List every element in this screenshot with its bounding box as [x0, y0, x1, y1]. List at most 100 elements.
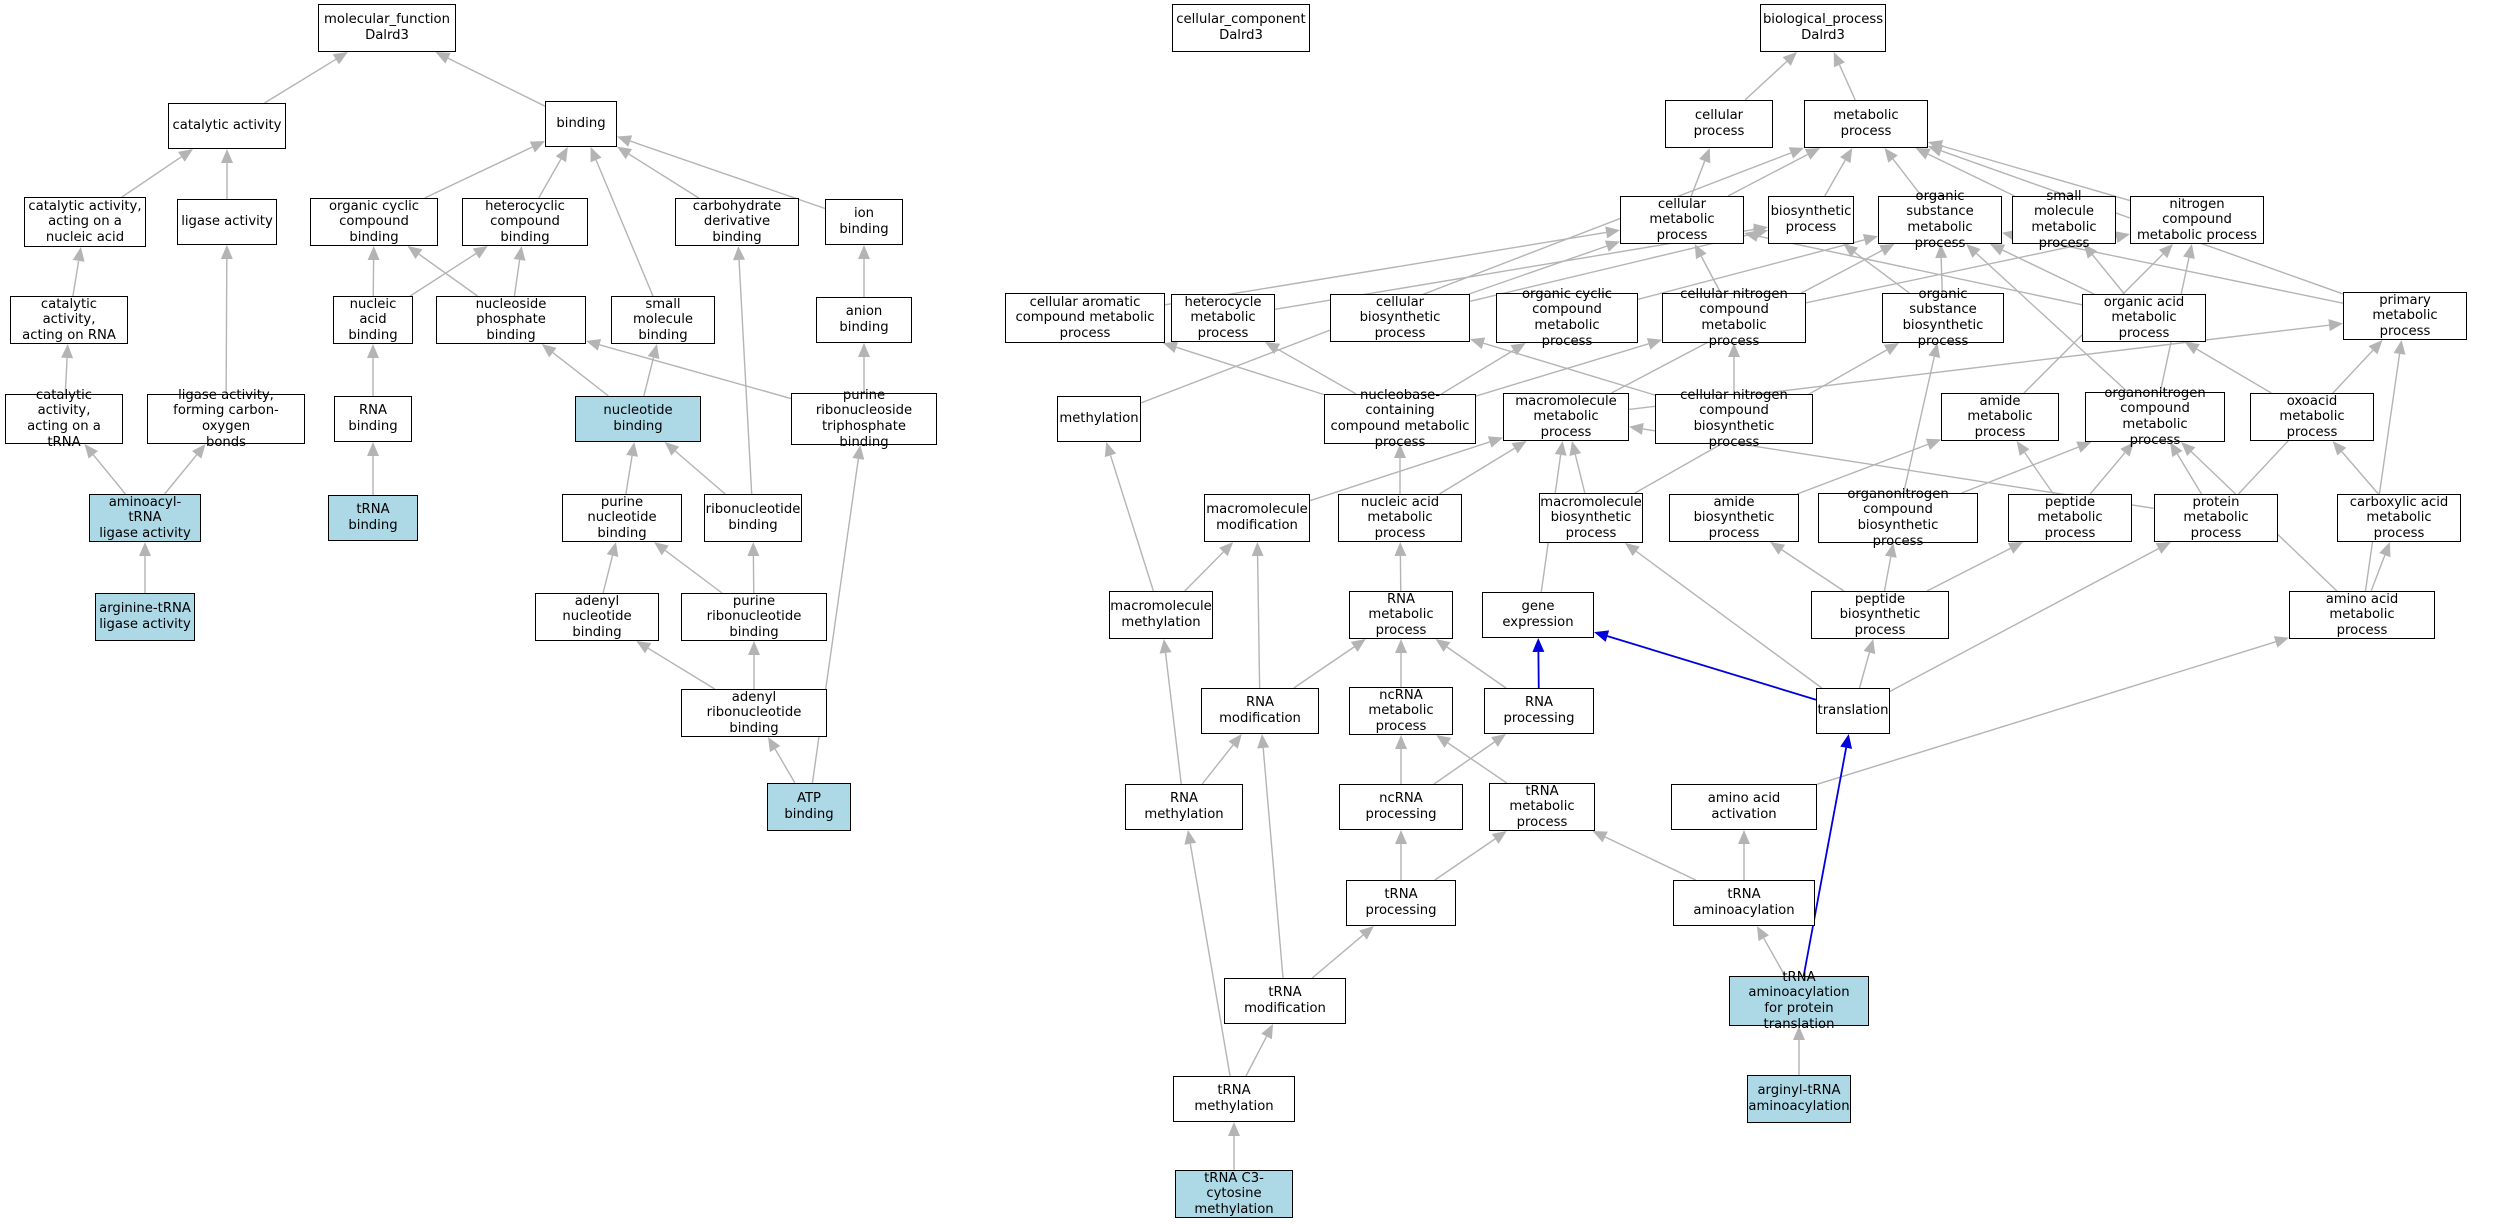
is-a-edge-arrowhead: [1487, 436, 1503, 448]
is-a-edge: [225, 258, 228, 395]
is-a-edge: [1744, 60, 1788, 101]
is-a-edge-arrowhead: [178, 149, 193, 162]
go-term-cell-met: cellular metabolic process: [1620, 196, 1744, 244]
is-a-edge-arrowhead: [1925, 438, 1941, 450]
go-term-pep-met: peptide metabolic process: [2008, 494, 2132, 542]
go-term-nsp-bind: nucleoside phosphate binding: [436, 296, 586, 344]
go-term-cell-biosyn: cellular biosynthetic process: [1330, 294, 1470, 342]
is-a-edge-arrowhead: [2273, 636, 2289, 648]
is-a-edge-arrowhead: [2076, 441, 2092, 453]
go-term-translation: translation: [1816, 688, 1890, 734]
is-a-edge-arrowhead: [1510, 343, 1526, 356]
is-a-edge: [1276, 348, 1357, 395]
highlight-edge-arrowhead: [1594, 630, 1610, 642]
go-term-atp-bind: ATP binding: [767, 783, 851, 831]
is-a-edge: [552, 352, 609, 397]
is-a-edge: [1184, 551, 1224, 592]
is-a-edge: [1293, 646, 1355, 689]
go-term-na-met: nucleic acid metabolic process: [1338, 494, 1462, 542]
go-term-trna-bind: tRNA binding: [328, 495, 418, 541]
is-a-edge-arrowhead: [1261, 1024, 1274, 1040]
is-a-edge-arrowhead: [1265, 342, 1281, 355]
is-a-edge: [513, 259, 521, 297]
is-a-edge-arrowhead: [617, 135, 633, 147]
is-a-edge-arrowhead: [1884, 543, 1897, 558]
is-a-edge-arrowhead: [626, 442, 638, 457]
is-a-edge: [774, 748, 796, 784]
is-a-edge-arrowhead: [590, 147, 602, 163]
is-a-edge-arrowhead: [192, 444, 206, 459]
is-a-edge: [1433, 741, 1495, 785]
is-a-edge-arrowhead: [1629, 423, 1644, 435]
is-a-edge-arrowhead: [1928, 145, 1944, 157]
is-a-edge: [1440, 349, 1515, 395]
is-a-edge: [1176, 346, 1325, 396]
is-a-edge: [447, 57, 546, 107]
is-a-edge-arrowhead: [1966, 244, 1981, 258]
is-a-edge: [2024, 452, 2054, 495]
go-term-aa-met: amino acid metabolic process: [2289, 591, 2435, 639]
is-a-edge-arrowhead: [407, 246, 423, 260]
is-a-edge: [1439, 447, 1515, 495]
is-a-edge: [1446, 646, 1507, 689]
is-a-edge-arrowhead: [555, 147, 568, 163]
go-term-org-sub-bio: organic substance biosynthetic process: [1882, 287, 2004, 349]
is-a-edge-arrowhead: [1511, 441, 1527, 454]
is-a-edge-arrowhead: [1788, 147, 1804, 159]
go-term-c3-methyl: tRNA C3-cytosine methylation: [1175, 1170, 1293, 1218]
go-term-nbc-met: nucleobase-containing compound metabolic…: [1324, 388, 1476, 450]
is-a-edge-arrowhead: [1395, 639, 1407, 653]
is-a-edge-arrowhead: [2120, 442, 2134, 457]
is-a-edge: [1727, 153, 1808, 197]
is-a-edge-arrowhead: [1350, 639, 1366, 652]
is-a-edge: [602, 555, 614, 594]
go-term-rna-bind: RNA binding: [334, 396, 412, 442]
is-a-edge-arrowhead: [1228, 1122, 1240, 1136]
is-a-edge: [121, 156, 182, 198]
is-a-edge: [2089, 452, 2126, 495]
go-term-rna-mod: RNA modification: [1201, 688, 1319, 734]
go-term-rna-proc: RNA processing: [1484, 688, 1594, 734]
go-term-trna-proc: tRNA processing: [1346, 880, 1456, 926]
go-term-cell-arom: cellular aromatic compound metabolic pro…: [1005, 293, 1165, 343]
is-a-edge-arrowhead: [2170, 442, 2183, 458]
is-a-edge-arrowhead: [586, 339, 602, 351]
go-term-trna-methyl: tRNA methylation: [1173, 1076, 1295, 1122]
is-a-edge-arrowhead: [1756, 926, 1769, 942]
is-a-edge-arrowhead: [367, 246, 380, 261]
is-a-edge-arrowhead: [1219, 542, 1234, 557]
go-term-prim-met: primary metabolic process: [2343, 292, 2467, 340]
go-term-macro-met: macromolecule metabolic process: [1503, 393, 1629, 441]
highlight-edge-arrowhead: [1840, 734, 1853, 749]
go-term-rna-methyl: RNA methylation: [1125, 784, 1243, 830]
is-a-edge: [2370, 554, 2386, 592]
is-a-edge: [2015, 234, 2344, 304]
is-a-edge: [1763, 937, 1786, 977]
is-a-edge: [1889, 547, 2159, 692]
is-a-edge-arrowhead: [2368, 340, 2383, 355]
is-a-edge-arrowhead: [139, 542, 151, 556]
go-term-orgN-bio: organonitrogen compound biosynthetic pro…: [1818, 487, 1978, 549]
is-a-edge: [1757, 235, 2083, 306]
is-a-edge: [738, 259, 753, 495]
is-a-edge: [1483, 342, 1656, 396]
is-a-edge-arrowhead: [768, 737, 781, 753]
is-a-edge-arrowhead: [2379, 542, 2391, 558]
is-a-edge: [424, 146, 533, 199]
is-a-edge-arrowhead: [1228, 734, 1242, 749]
is-a-edge-arrowhead: [1883, 343, 1899, 356]
go-term-prot-met: protein metabolic process: [2154, 494, 2278, 542]
go-term-trna-aa: tRNA aminoacylation: [1673, 880, 1815, 926]
is-a-edge-arrowhead: [1359, 926, 1374, 940]
is-a-edge-arrowhead: [367, 442, 379, 456]
is-a-edge-arrowhead: [1395, 735, 1407, 749]
is-a-edge: [1447, 742, 1508, 784]
is-a-edge-arrowhead: [2393, 340, 2406, 355]
is-a-edge-arrowhead: [61, 344, 74, 359]
is-a-edge-arrowhead: [1491, 734, 1506, 747]
is-a-edge-arrowhead: [1879, 244, 1895, 256]
is-a-edge-arrowhead: [654, 542, 669, 556]
highlight-edge: [1802, 747, 1848, 977]
is-a-edge-arrowhead: [1159, 639, 1172, 654]
